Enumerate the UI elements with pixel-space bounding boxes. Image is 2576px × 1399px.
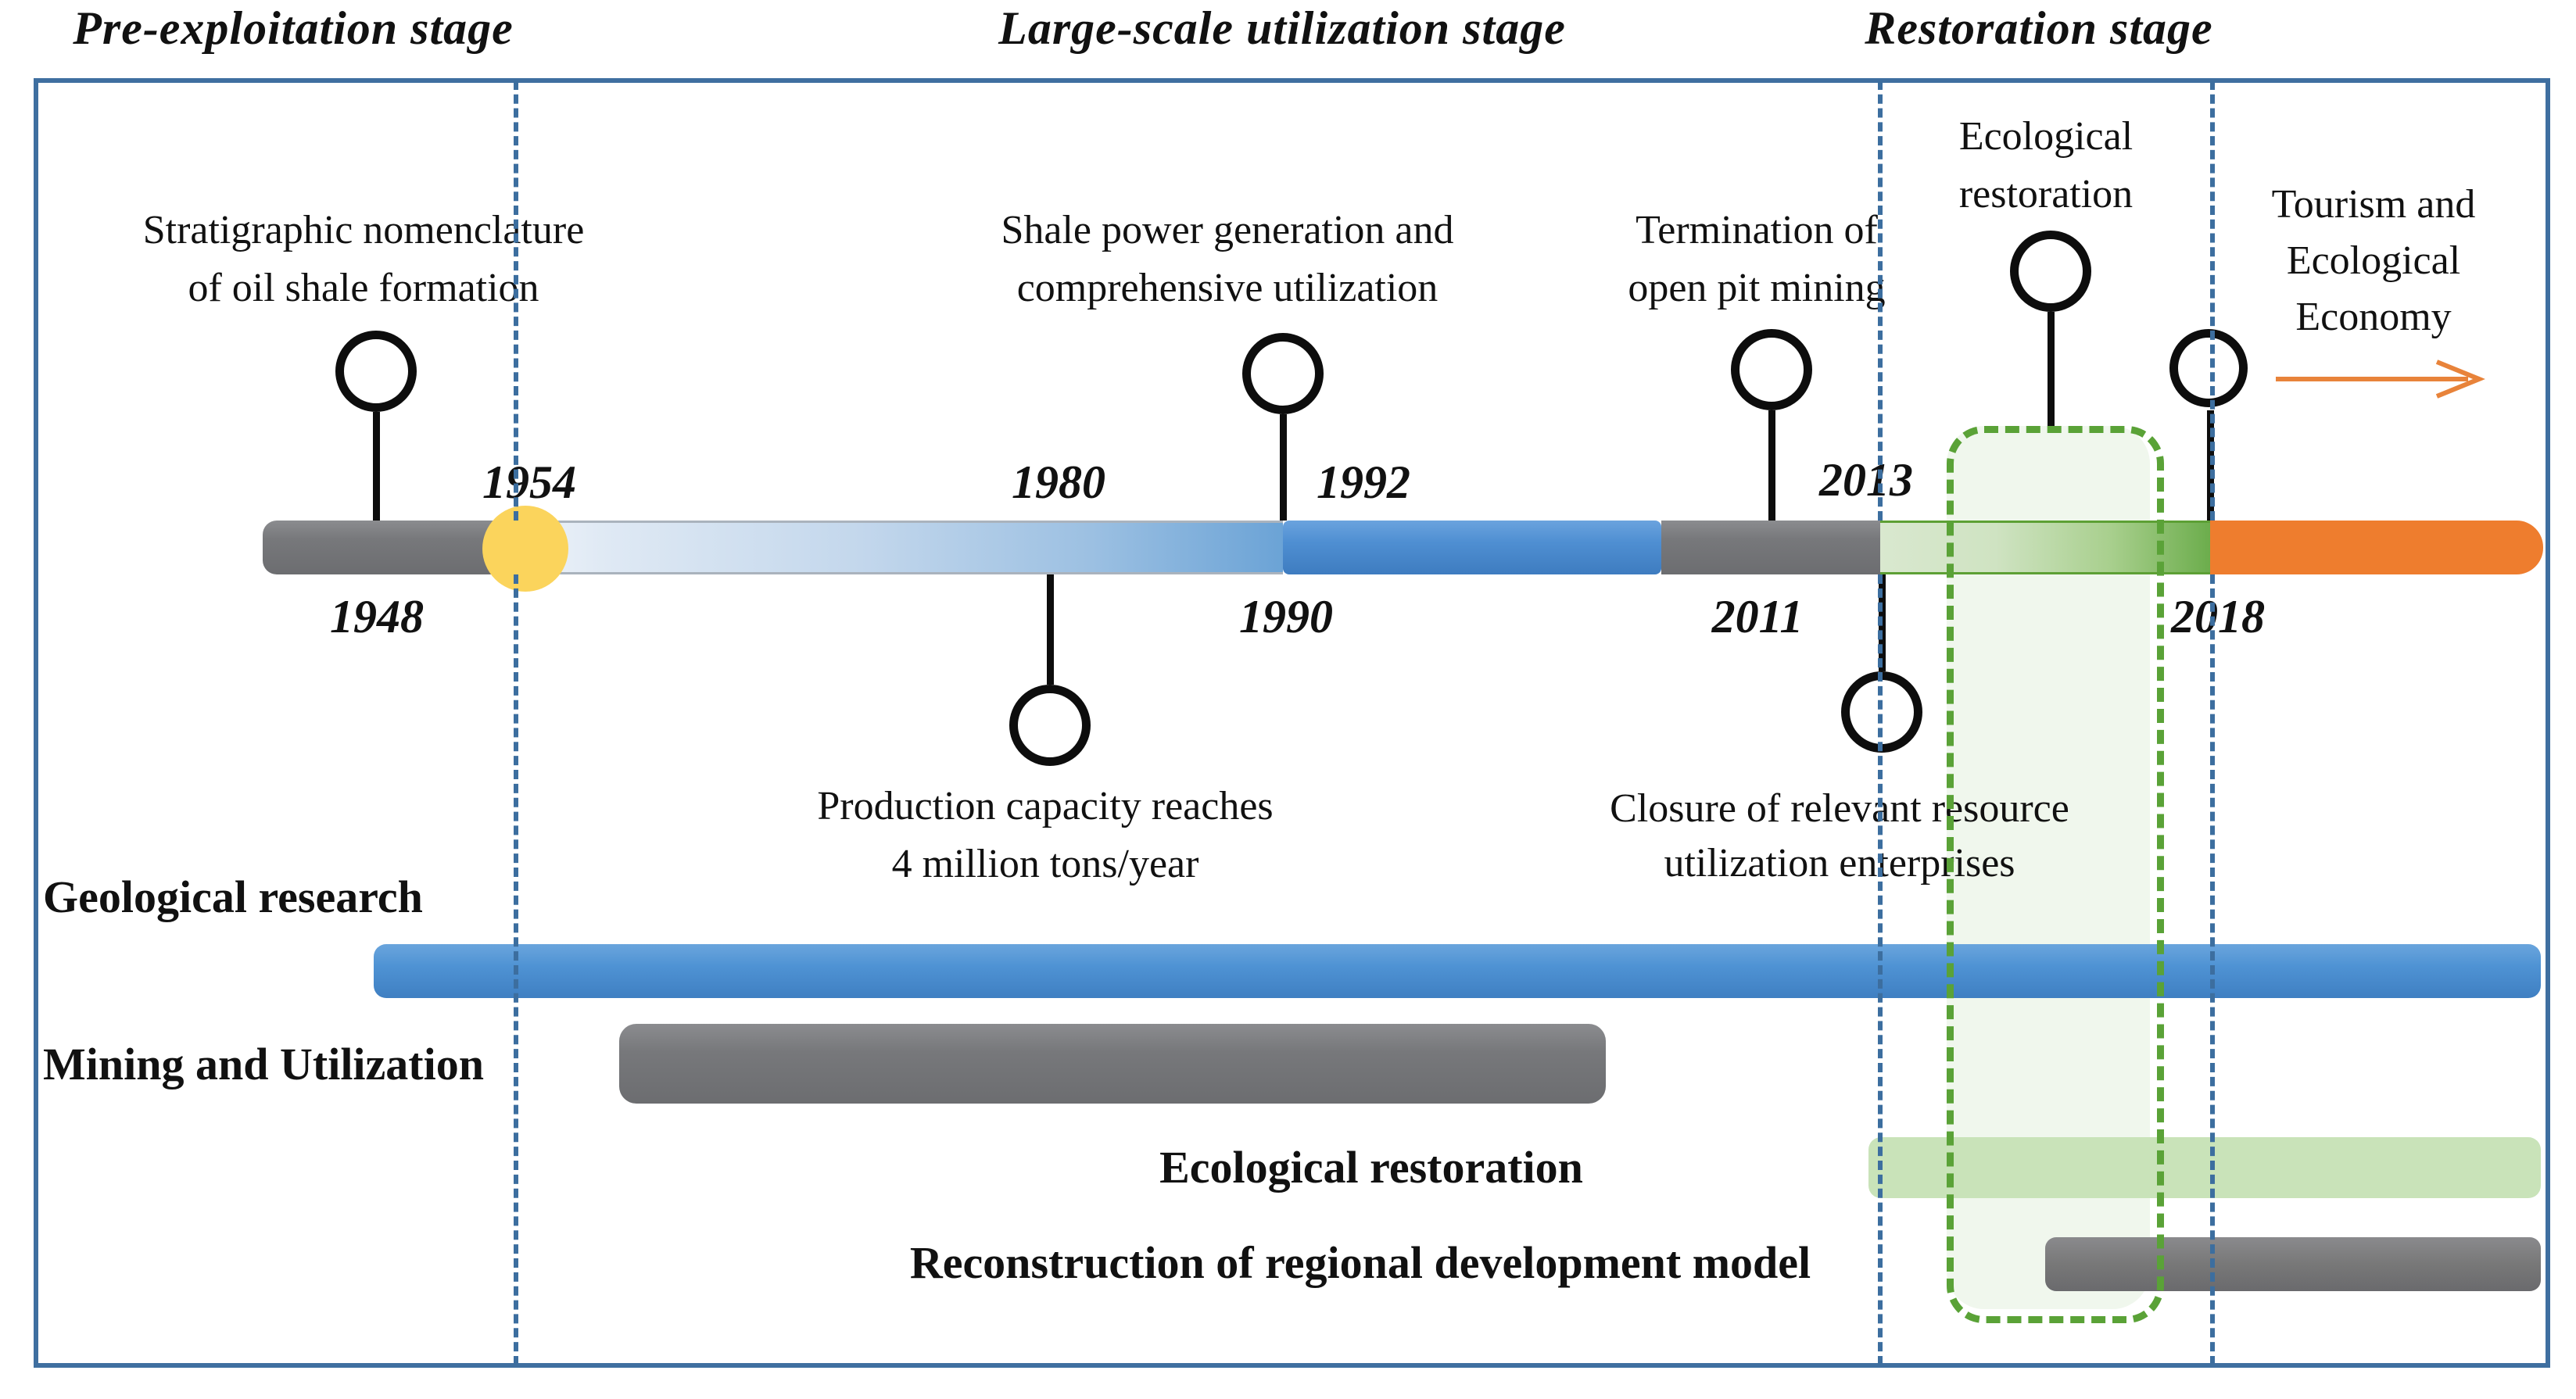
- event-text-stratigraphic: Stratigraphic nomenclature of oil shale …: [66, 202, 661, 317]
- year-label-1980: 1980: [1012, 456, 1105, 508]
- event-circle-shale-power: [1242, 333, 1324, 414]
- stem-termination: [1768, 410, 1775, 521]
- stage-divider-2013-bottom: [1878, 574, 1883, 1365]
- row-label-mining-utilization: Mining and Utilization: [43, 1039, 484, 1090]
- year-label-1948: 1948: [330, 591, 424, 642]
- event-text-line: Economy: [2295, 295, 2452, 339]
- timeline-segment-transition: [1661, 521, 1880, 574]
- year-label-1954: 1954: [482, 456, 576, 508]
- year-1954-marker-circle: [482, 506, 568, 592]
- event-text-line: Production capacity reaches: [817, 784, 1274, 828]
- mining-utilization-bar: [619, 1024, 1606, 1104]
- row-label-reconstruction-model: Reconstruction of regional development m…: [909, 1237, 1811, 1288]
- event-text-line: open pit mining: [1628, 266, 1886, 310]
- event-text-line: Tourism and: [2271, 182, 2476, 227]
- timeline-segment-pre-exploitation: [263, 521, 525, 574]
- diagram-frame: [34, 78, 2550, 1368]
- event-text-line: comprehensive utilization: [1016, 266, 1438, 310]
- year-label-2013: 2013: [1819, 454, 1913, 506]
- event-text-line: restoration: [1958, 172, 2134, 216]
- stem-production: [1047, 574, 1054, 685]
- reconstruction-model-bar: [2045, 1237, 2541, 1291]
- event-circle-production: [1009, 685, 1091, 766]
- stage-title-pre-exploitation: Pre-exploitation stage: [73, 2, 514, 54]
- year-label-2011: 2011: [1711, 591, 1804, 642]
- event-text-line: Shale power generation and: [1001, 208, 1454, 252]
- event-text-line: Stratigraphic nomenclature: [142, 208, 585, 252]
- stem-eco-restoration: [2048, 312, 2055, 426]
- ecological-restoration-bar: [1868, 1137, 2541, 1198]
- event-text-shale-power: Shale power generation and comprehensive…: [930, 202, 1524, 317]
- stage-divider-2013-top: [1878, 81, 1883, 521]
- year-label-1992: 1992: [1317, 456, 1410, 508]
- event-text-tourism: Tourism and Ecological Economy: [2217, 177, 2530, 345]
- timeline-segment-early-utilization: [516, 521, 1283, 574]
- event-text-closure: Closure of relevant resource utilization…: [1542, 782, 2137, 891]
- stage-divider-2018-top: [2210, 81, 2215, 521]
- stem-shale-power: [1280, 414, 1287, 521]
- stage-title-restoration: Restoration stage: [1865, 2, 2213, 54]
- event-text-eco-restoration: Ecological restoration: [1850, 108, 2241, 224]
- timeline-segment-tourism: [2210, 521, 2543, 574]
- event-text-line: Termination of: [1636, 208, 1878, 252]
- event-text-line: utilization enterprises: [1664, 841, 2015, 886]
- timeline-segment-large-scale: [1283, 521, 1661, 574]
- event-text-line: Closure of relevant resource: [1610, 786, 2069, 831]
- event-circle-termination: [1731, 329, 1812, 410]
- year-label-1990: 1990: [1239, 591, 1333, 642]
- stem-stratigraphic: [373, 412, 380, 521]
- event-circle-stratigraphic: [335, 331, 417, 412]
- restoration-highlight-rect: [1947, 426, 2164, 1323]
- event-circle-2018: [2169, 329, 2248, 407]
- event-text-termination: Termination of open pit mining: [1561, 202, 1952, 317]
- stage-divider-2018-bottom: [2210, 574, 2215, 1365]
- event-circle-eco-restoration: [2010, 231, 2091, 312]
- event-text-production: Production capacity reaches 4 million to…: [748, 778, 1342, 893]
- stage-divider-1954-top: [514, 81, 518, 521]
- row-label-geological-research: Geological research: [43, 871, 423, 922]
- stage-divider-1954-bottom: [514, 574, 518, 1365]
- stage-title-large-scale: Large-scale utilization stage: [998, 2, 1566, 54]
- timeline-segment-restoration: [1880, 521, 2210, 574]
- event-text-line: of oil shale formation: [188, 266, 539, 310]
- year-label-2018: 2018: [2171, 591, 2265, 642]
- event-text-line: Ecological: [2286, 238, 2461, 283]
- tourism-arrow-icon: [2276, 360, 2485, 399]
- geological-research-bar: [374, 944, 2541, 998]
- row-label-ecological-restoration: Ecological restoration: [1159, 1142, 1583, 1193]
- event-text-line: 4 million tons/year: [891, 842, 1199, 886]
- event-text-line: Ecological: [1958, 114, 2134, 159]
